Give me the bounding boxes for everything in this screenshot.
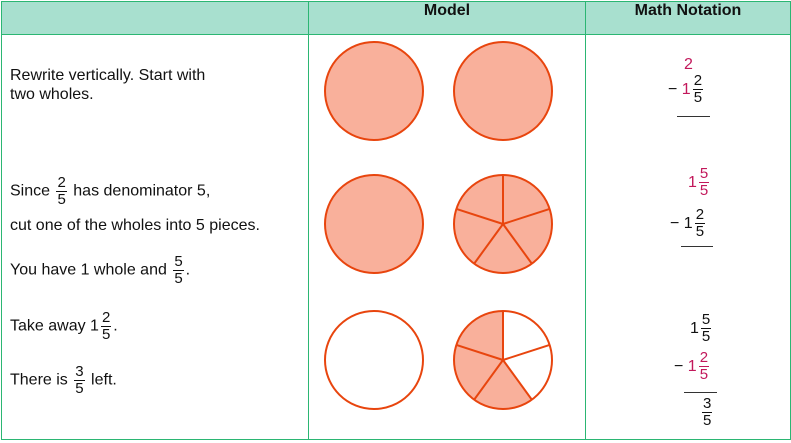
fifths-dividers bbox=[456, 175, 550, 265]
numerator: 5 bbox=[700, 311, 712, 329]
math2-whole2: 1 bbox=[683, 214, 693, 232]
denominator: 5 bbox=[699, 182, 709, 199]
math1-borrow: 2 bbox=[684, 56, 693, 73]
step2-since: Since bbox=[10, 182, 51, 200]
math2-rule bbox=[681, 246, 713, 247]
fraction-models bbox=[324, 41, 553, 410]
whole-circle bbox=[324, 41, 424, 141]
step2-frac-numerator: 2 bbox=[56, 174, 67, 192]
model-row2 bbox=[324, 174, 553, 274]
minus-sign: − bbox=[674, 357, 684, 375]
step1-text: Rewrite vertically. Start with two whole… bbox=[10, 66, 205, 104]
denominator: 5 bbox=[701, 328, 711, 345]
whole-circle bbox=[453, 41, 553, 141]
step2-frac2-denominator: 5 bbox=[174, 270, 183, 287]
math3-whole: 1 bbox=[690, 319, 699, 337]
denominator: 5 bbox=[693, 89, 703, 106]
denominator: 5 bbox=[695, 223, 705, 240]
step1-line2: two wholes. bbox=[10, 86, 94, 103]
math2-whole: 1 bbox=[688, 173, 697, 191]
shaded-fifth bbox=[454, 344, 503, 400]
math1-rule bbox=[677, 116, 710, 117]
shaded-fifth bbox=[474, 360, 532, 409]
header-math-notation: Math Notation bbox=[585, 1, 791, 35]
step3-frac-numerator: 2 bbox=[100, 309, 112, 327]
step2-after: has denominator 5, bbox=[73, 182, 211, 200]
step3-frac-denominator: 5 bbox=[101, 326, 111, 343]
step3-frac2-numerator: 3 bbox=[74, 363, 85, 381]
header-step bbox=[1, 1, 309, 35]
step3-left: left. bbox=[91, 371, 117, 389]
numerator: 2 bbox=[698, 349, 710, 367]
steps-column bbox=[1, 34, 309, 440]
step3-take: Take away 1 bbox=[10, 317, 99, 335]
fifths-dividers bbox=[456, 311, 550, 401]
denominator: 5 bbox=[703, 412, 712, 429]
header-model: Model bbox=[308, 1, 586, 35]
math3-rule bbox=[684, 392, 717, 393]
numerator: 2 bbox=[692, 72, 704, 90]
step3-there: There is bbox=[10, 371, 68, 389]
step2-period: . bbox=[185, 261, 191, 279]
step2-line2: cut one of the wholes into 5 pieces. bbox=[10, 217, 260, 234]
numerator: 5 bbox=[698, 165, 710, 183]
minus-sign: − bbox=[670, 214, 680, 232]
step2-frac-denominator: 5 bbox=[57, 191, 66, 208]
header-row: Model Math Notation bbox=[1, 1, 791, 35]
denominator: 5 bbox=[699, 366, 709, 383]
minus-sign: − bbox=[668, 80, 678, 98]
step2-frac2-numerator: 5 bbox=[173, 253, 184, 271]
model-row3 bbox=[324, 310, 553, 410]
math-column bbox=[585, 34, 791, 440]
numerator: 2 bbox=[694, 206, 706, 224]
math1-whole: 1 bbox=[681, 80, 691, 98]
model-row1 bbox=[324, 41, 553, 141]
step3-period: . bbox=[113, 317, 118, 335]
whole-circle bbox=[324, 174, 424, 274]
step1-line1: Rewrite vertically. Start with bbox=[10, 67, 206, 84]
math3-whole2: 1 bbox=[687, 357, 697, 375]
empty-circle bbox=[324, 310, 424, 410]
numerator: 3 bbox=[702, 395, 713, 413]
step2-have: You have 1 whole and bbox=[10, 261, 167, 279]
step3-frac2-denominator: 5 bbox=[75, 380, 84, 397]
